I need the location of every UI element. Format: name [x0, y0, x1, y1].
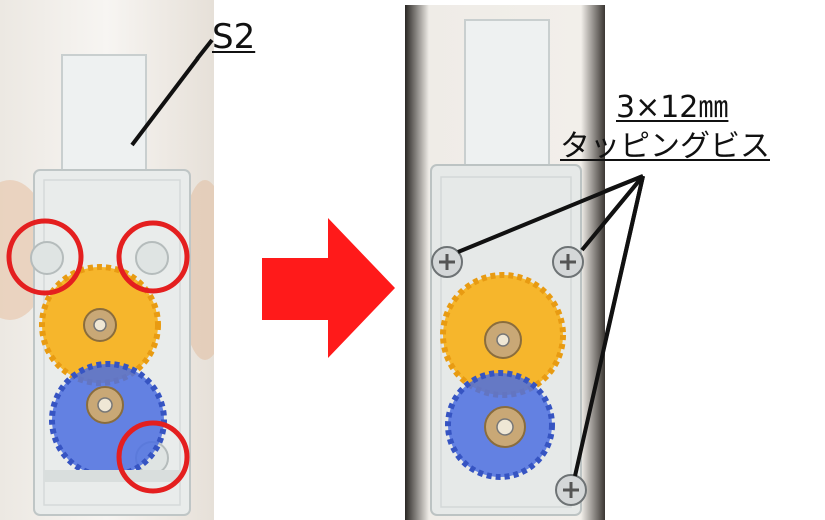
highlight-circle-bottom-right — [116, 420, 190, 494]
screw-icon — [555, 474, 587, 506]
after-photo — [405, 5, 605, 520]
screw-icon — [431, 246, 463, 278]
right-arrow-icon — [262, 218, 395, 358]
screw-type-label: タッピングビス — [560, 129, 770, 164]
screw-size-label: 3×12㎜ — [616, 90, 729, 125]
highlight-circle-top-right — [116, 220, 190, 294]
before-photo — [0, 0, 214, 520]
part-label-s2: S2 — [212, 17, 256, 57]
s2-leader-line — [130, 56, 200, 147]
highlight-circle-top-left — [6, 218, 84, 296]
screw-icon — [552, 246, 584, 278]
